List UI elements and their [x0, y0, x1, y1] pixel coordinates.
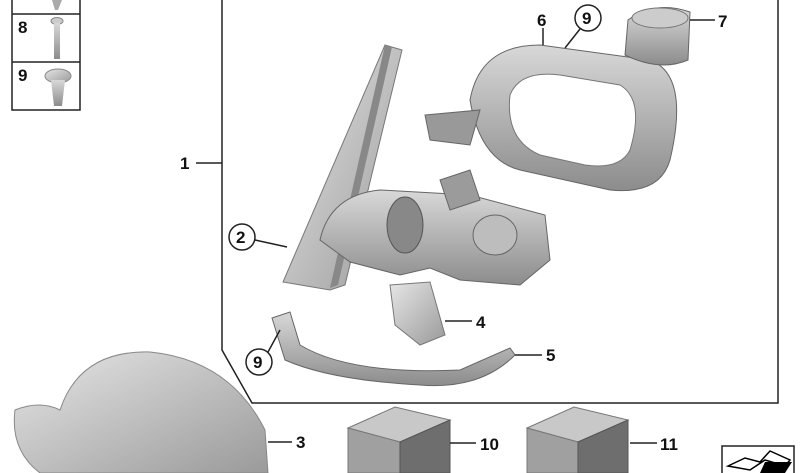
part-box-10[interactable] [346, 406, 452, 473]
callout-9-top[interactable]: 9 [582, 9, 591, 28]
callout-11[interactable]: 11 [660, 435, 678, 454]
table-label-8: 8 [18, 18, 27, 37]
actuator-part[interactable] [624, 7, 691, 66]
cover-piece-part[interactable] [389, 281, 446, 346]
table-label-9: 9 [18, 66, 27, 85]
callout-2[interactable]: 2 [236, 228, 245, 247]
screw-tip-part [52, 0, 62, 10]
part-box-11[interactable] [525, 406, 630, 473]
mirror-base-motor-part[interactable] [319, 169, 551, 286]
screw-part-8[interactable] [50, 17, 64, 60]
callout-1[interactable]: 1 [180, 154, 189, 173]
callout-4[interactable]: 4 [476, 313, 486, 332]
callout-5[interactable]: 5 [546, 346, 555, 365]
navigation-arrow-icon[interactable] [721, 445, 795, 473]
callout-9-bottom[interactable]: 9 [253, 353, 262, 372]
mirror-cap-part[interactable] [13, 351, 269, 473]
callout-6[interactable]: 6 [537, 11, 546, 30]
callout-3[interactable]: 3 [296, 433, 305, 452]
mirror-housing-part[interactable] [424, 44, 678, 192]
callout-10[interactable]: 10 [480, 435, 499, 454]
side-parts-table: 8 9 [11, 0, 81, 111]
callout-7[interactable]: 7 [718, 12, 727, 31]
assembly-frame [221, 0, 779, 404]
screw-part-9[interactable] [44, 68, 72, 106]
turn-signal-strip-part[interactable] [271, 311, 516, 387]
